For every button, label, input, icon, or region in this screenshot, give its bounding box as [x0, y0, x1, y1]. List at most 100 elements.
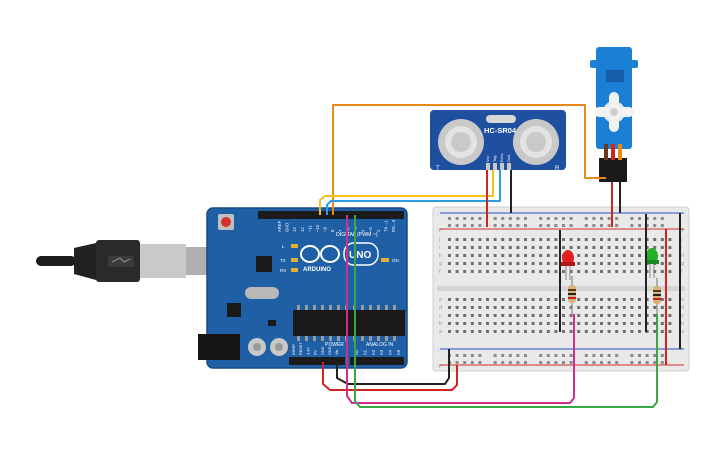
- breadboard-hole[interactable]: [486, 298, 489, 301]
- rail-hole[interactable]: [455, 354, 459, 357]
- breadboard-hole[interactable]: [524, 246, 527, 249]
- breadboard-hole[interactable]: [569, 322, 573, 325]
- rail-hole[interactable]: [455, 224, 459, 227]
- breadboard-hole[interactable]: [630, 262, 634, 265]
- breadboard-hole[interactable]: [531, 306, 535, 309]
- breadboard-hole[interactable]: [630, 238, 634, 241]
- breadboard-hole[interactable]: [501, 270, 505, 273]
- rail-hole[interactable]: [455, 361, 459, 364]
- breadboard-hole[interactable]: [592, 270, 596, 273]
- breadboard-hole[interactable]: [660, 330, 664, 333]
- breadboard-hole[interactable]: [493, 298, 497, 301]
- breadboard-hole[interactable]: [478, 270, 482, 273]
- breadboard-hole[interactable]: [478, 246, 482, 249]
- breadboard-hole[interactable]: [448, 322, 451, 325]
- breadboard-hole[interactable]: [577, 322, 581, 325]
- wire-yellow-trig[interactable]: [319, 170, 494, 215]
- breadboard-hole[interactable]: [660, 238, 664, 241]
- rail-hole[interactable]: [592, 224, 596, 227]
- breadboard-hole[interactable]: [493, 330, 497, 333]
- breadboard-hole[interactable]: [600, 262, 603, 265]
- breadboard-hole[interactable]: [615, 262, 619, 265]
- analog-header[interactable]: [350, 357, 404, 365]
- rail-hole[interactable]: [615, 354, 619, 357]
- breadboard-hole[interactable]: [653, 314, 657, 317]
- breadboard-hole[interactable]: [539, 262, 543, 265]
- breadboard-hole[interactable]: [478, 298, 482, 301]
- rail-hole[interactable]: [645, 354, 649, 357]
- breadboard-hole[interactable]: [546, 306, 550, 309]
- rail-hole[interactable]: [554, 361, 558, 364]
- breadboard-hole[interactable]: [615, 246, 619, 249]
- wire-black-gnd[interactable]: [336, 349, 450, 385]
- rail-hole[interactable]: [501, 354, 505, 357]
- breadboard-hole[interactable]: [463, 238, 467, 241]
- breadboard-hole[interactable]: [584, 298, 588, 301]
- rail-hole[interactable]: [562, 217, 565, 220]
- rail-hole[interactable]: [539, 354, 543, 357]
- rail-hole[interactable]: [660, 224, 664, 227]
- rail-hole[interactable]: [508, 361, 512, 364]
- breadboard-hole[interactable]: [577, 270, 581, 273]
- breadboard-hole[interactable]: [524, 306, 527, 309]
- breadboard-hole[interactable]: [455, 262, 459, 265]
- rail-hole[interactable]: [516, 217, 520, 220]
- breadboard-hole[interactable]: [539, 238, 543, 241]
- breadboard-hole[interactable]: [448, 298, 451, 301]
- breadboard-hole[interactable]: [600, 254, 603, 257]
- breadboard-hole[interactable]: [455, 270, 459, 273]
- breadboard-hole[interactable]: [470, 330, 474, 333]
- breadboard-hole[interactable]: [645, 246, 649, 249]
- rail-hole[interactable]: [615, 217, 619, 220]
- rail-hole[interactable]: [463, 224, 467, 227]
- rail-hole[interactable]: [455, 217, 459, 220]
- rail-hole[interactable]: [478, 224, 482, 227]
- breadboard-hole[interactable]: [630, 254, 634, 257]
- breadboard-hole[interactable]: [615, 238, 619, 241]
- power-header[interactable]: [289, 357, 345, 365]
- breadboard-hole[interactable]: [630, 322, 634, 325]
- breadboard-hole[interactable]: [584, 246, 588, 249]
- breadboard-hole[interactable]: [615, 330, 619, 333]
- breadboard-hole[interactable]: [463, 298, 467, 301]
- breadboard-hole[interactable]: [600, 306, 603, 309]
- breadboard-hole[interactable]: [622, 298, 626, 301]
- rail-hole[interactable]: [600, 217, 603, 220]
- breadboard-hole[interactable]: [455, 254, 459, 257]
- rail-hole[interactable]: [600, 224, 603, 227]
- rail-hole[interactable]: [478, 361, 482, 364]
- breadboard-hole[interactable]: [508, 254, 512, 257]
- rail-hole[interactable]: [478, 354, 482, 357]
- breadboard-hole[interactable]: [493, 254, 497, 257]
- breadboard-hole[interactable]: [478, 330, 482, 333]
- breadboard-hole[interactable]: [592, 254, 596, 257]
- breadboard-hole[interactable]: [554, 254, 558, 257]
- rail-hole[interactable]: [493, 354, 497, 357]
- rail-hole[interactable]: [554, 224, 558, 227]
- breadboard-hole[interactable]: [645, 238, 649, 241]
- breadboard-hole[interactable]: [478, 262, 482, 265]
- breadboard-hole[interactable]: [554, 270, 558, 273]
- rail-hole[interactable]: [653, 224, 657, 227]
- breadboard-hole[interactable]: [463, 270, 467, 273]
- breadboard-hole[interactable]: [607, 298, 611, 301]
- rail-hole[interactable]: [653, 361, 657, 364]
- rail-hole[interactable]: [630, 217, 634, 220]
- breadboard-hole[interactable]: [592, 246, 596, 249]
- breadboard-hole[interactable]: [592, 262, 596, 265]
- rail-hole[interactable]: [638, 354, 641, 357]
- breadboard-hole[interactable]: [448, 254, 451, 257]
- breadboard-hole[interactable]: [622, 306, 626, 309]
- breadboard-hole[interactable]: [638, 314, 641, 317]
- sensor-pin[interactable]: [507, 163, 511, 170]
- breadboard-hole[interactable]: [660, 246, 664, 249]
- breadboard-hole[interactable]: [463, 306, 467, 309]
- rail-hole[interactable]: [615, 361, 619, 364]
- breadboard-hole[interactable]: [630, 270, 634, 273]
- breadboard-hole[interactable]: [531, 322, 535, 325]
- breadboard-hole[interactable]: [524, 254, 527, 257]
- breadboard-hole[interactable]: [524, 314, 527, 317]
- breadboard-hole[interactable]: [478, 238, 482, 241]
- breadboard-hole[interactable]: [516, 330, 520, 333]
- breadboard-hole[interactable]: [645, 330, 649, 333]
